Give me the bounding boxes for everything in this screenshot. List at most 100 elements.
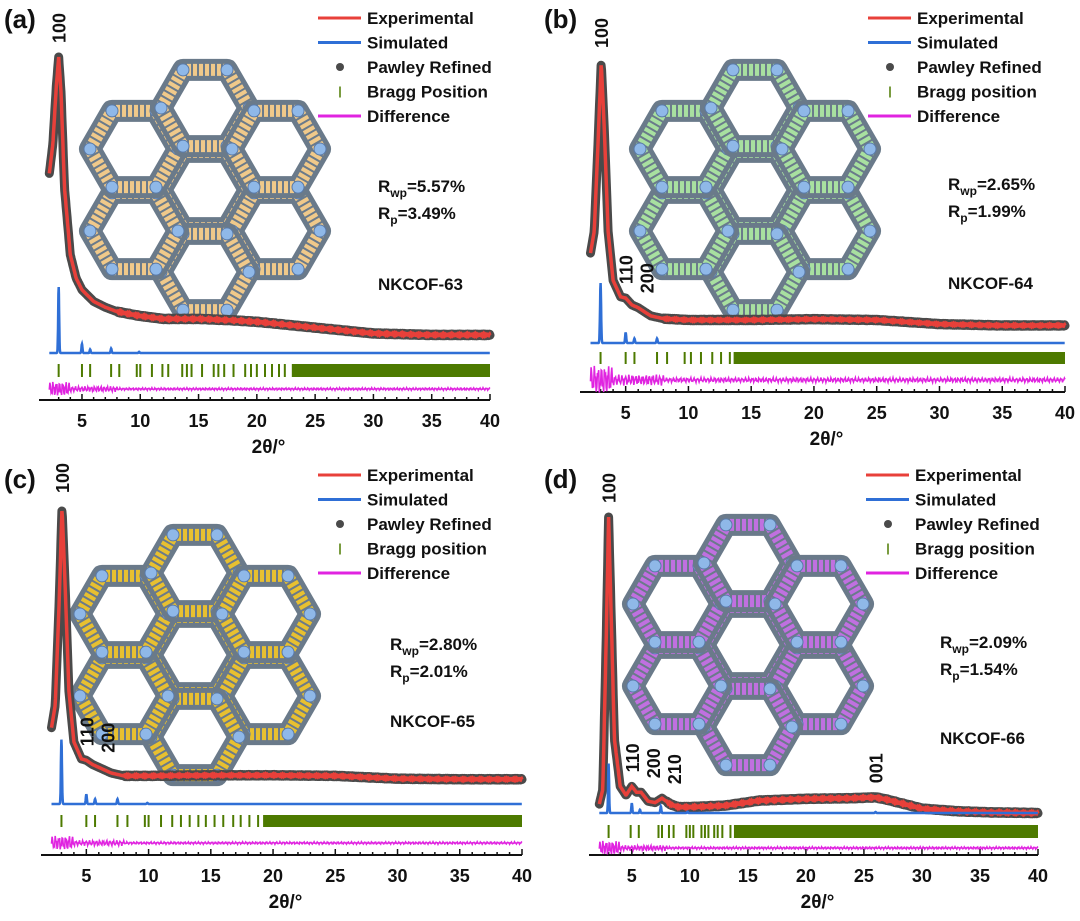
linker-node (763, 758, 777, 772)
rp-value: 3.49% (408, 204, 456, 223)
peak-label: 100 (592, 18, 612, 48)
x-tick-label: 15 (741, 403, 761, 423)
linker-node (237, 645, 251, 659)
x-tick-label: 35 (450, 866, 470, 886)
legend-experimental: Experimental (318, 466, 474, 485)
linker-node (626, 679, 640, 693)
difference-series (598, 840, 1039, 855)
peak-label: 200 (638, 263, 658, 293)
rwp-value: 2.09% (979, 633, 1027, 652)
linker-node (242, 265, 256, 279)
legend-label: Bragg Position (367, 83, 488, 102)
linker-node (719, 518, 733, 532)
legend-bragg-position: Bragg Position (339, 83, 488, 102)
rp-annotation: Rp=1.99% (948, 202, 1026, 225)
linker-node (834, 559, 848, 573)
linker-node (856, 679, 870, 693)
rwp-annotation: Rwp=5.57% (378, 177, 465, 200)
legend-dot-swatch (336, 520, 344, 528)
linker-node (626, 597, 640, 611)
linker-node (856, 597, 870, 611)
bragg-position-dense-band (263, 815, 522, 827)
x-tick-label: 25 (325, 866, 345, 886)
rp-annotation: Rp=2.01% (390, 662, 468, 685)
x-tick-label: 40 (1028, 866, 1048, 886)
linker-node (768, 597, 782, 611)
legend-label: Difference (917, 107, 1000, 126)
x-tick-label: 15 (738, 866, 758, 886)
x-axis-label: 2θ/° (252, 437, 286, 458)
panel-label: (c) (4, 464, 36, 494)
legend-simulated: Simulated (318, 34, 448, 53)
linker-node (171, 224, 185, 238)
legend-bragg-position: Bragg position (889, 83, 1037, 102)
linker-node (105, 104, 119, 118)
peak-label: 110 (77, 717, 97, 746)
sample-name: NKCOF-65 (390, 712, 475, 731)
linker-node (790, 559, 804, 573)
linker-node (719, 758, 733, 772)
linker-node (704, 101, 718, 115)
cof-structure-model (79, 58, 331, 322)
linker-node (281, 569, 295, 583)
legend-experimental: Experimental (868, 9, 1024, 28)
peak-label: 110 (617, 255, 637, 284)
legend-experimental: Experimental (866, 466, 1022, 485)
linker-node (247, 104, 261, 118)
legend-pawley-refined: Pawley Refined (336, 58, 492, 77)
x-tick-label: 15 (201, 866, 221, 886)
linker-node (149, 262, 163, 276)
legend-pawley-refined: Pawley Refined (886, 58, 1042, 77)
legend-difference: Difference (318, 564, 450, 583)
linker-node (144, 566, 158, 580)
linker-node (73, 689, 87, 703)
legend-label: Bragg position (917, 83, 1037, 102)
legend-simulated: Simulated (318, 491, 448, 510)
legend-difference: Difference (868, 107, 1000, 126)
rp-value: 1.54% (970, 660, 1018, 679)
linker-node (220, 63, 234, 77)
legend-label: Pawley Refined (367, 515, 492, 534)
linker-node (863, 142, 877, 156)
linker-node (655, 262, 669, 276)
linker-node (726, 63, 740, 77)
legend-bragg-position: Bragg position (887, 540, 1035, 559)
x-tick-label: 20 (247, 411, 267, 431)
legend-label: Experimental (367, 9, 474, 28)
rwp-annotation: Rwp=2.80% (390, 635, 477, 658)
x-tick-label: 15 (189, 411, 209, 431)
linker-node (166, 528, 180, 542)
x-tick-label: 40 (1055, 403, 1075, 423)
linker-node (105, 262, 119, 276)
legend-difference: Difference (318, 107, 450, 126)
x-tick-label: 40 (512, 866, 532, 886)
legend-dot-swatch (336, 63, 344, 71)
panel-label: (b) (544, 4, 577, 34)
linker-node (176, 63, 190, 77)
legend-label: Experimental (367, 466, 474, 485)
linker-node (313, 142, 327, 156)
legend-label: Experimental (917, 9, 1024, 28)
linker-node (139, 645, 153, 659)
legend-pawley-refined: Pawley Refined (336, 515, 492, 534)
simulated-series (590, 282, 1065, 345)
linker-node (714, 679, 728, 693)
linker-node (770, 63, 784, 77)
linker-node (785, 720, 799, 734)
x-tick-label: 5 (81, 866, 91, 886)
linker-node (105, 180, 119, 194)
linker-node (633, 224, 647, 238)
linker-node (303, 607, 317, 621)
x-tick-label: 5 (77, 411, 87, 431)
linker-node (763, 518, 777, 532)
legend-pawley-refined: Pawley Refined (884, 515, 1040, 534)
peak-label: 200 (644, 748, 664, 778)
linker-node (291, 180, 305, 194)
linker-node (215, 607, 229, 621)
linker-node (692, 717, 706, 731)
legend-dot-swatch (886, 63, 894, 71)
sample-name: NKCOF-63 (378, 275, 463, 294)
